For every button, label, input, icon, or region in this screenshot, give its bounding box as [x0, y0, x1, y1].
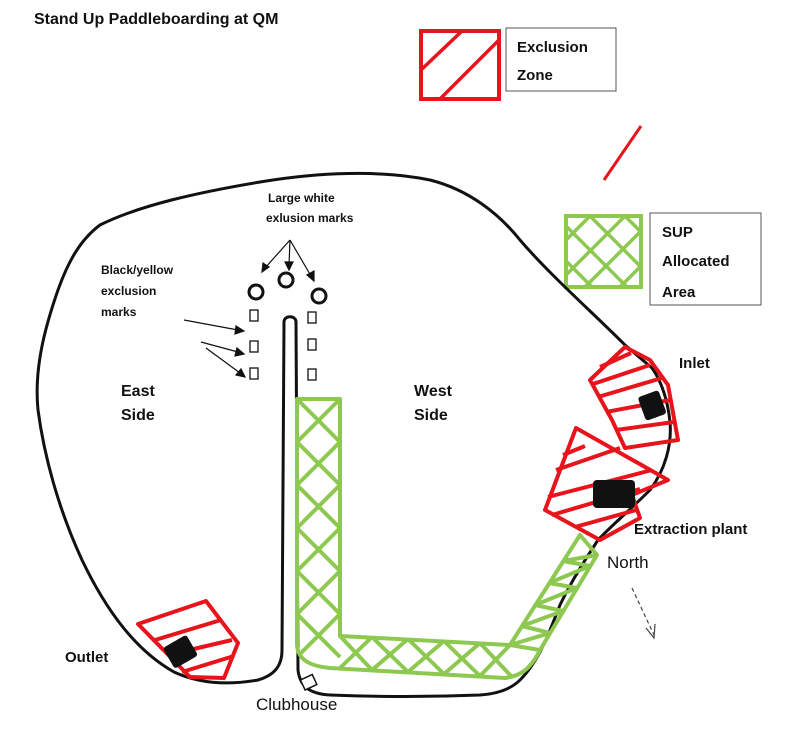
- east-side-label-2: Side: [121, 407, 155, 424]
- legend-exclusion-box: [505, 27, 617, 92]
- clubhouse-marker: [299, 673, 318, 691]
- bw-marks-arrows: [183, 319, 247, 378]
- legend-sup-swatch: [564, 214, 643, 289]
- legend-exclusion-swatch: [419, 29, 501, 101]
- large-exclusion-mark-1: [247, 283, 265, 301]
- west-side-label: West: [414, 383, 453, 400]
- legend-exclusion-label-2: Zone: [517, 67, 553, 84]
- sup-allocated-area: [295, 397, 599, 680]
- legend-sup-box: [649, 212, 762, 306]
- east-side-label: East: [121, 383, 155, 400]
- bw-marks-label-2: exclusion: [101, 284, 156, 298]
- extraction-plant-structure: [593, 480, 635, 508]
- bw-marks-label-3: marks: [101, 305, 137, 319]
- legend-sup-label-2: Allocated: [662, 253, 730, 270]
- large-exclusion-mark-2: [277, 271, 295, 289]
- outlet-structure: [163, 635, 198, 668]
- large-marks-arrows: [261, 239, 315, 283]
- north-label: North: [607, 553, 649, 572]
- large-marks-label: Large white: [268, 191, 335, 205]
- north-arrow: [631, 587, 656, 640]
- map-title: Stand Up Paddleboarding at QM: [34, 11, 278, 28]
- legend-exclusion-label: Exclusion: [517, 39, 588, 56]
- inlet-structure: [638, 390, 666, 421]
- outlet-label: Outlet: [65, 649, 108, 666]
- bw-marks-label: Black/yellow: [101, 263, 174, 277]
- west-side-label-2: Side: [414, 407, 448, 424]
- large-marks-label-2: exlusion marks: [266, 211, 354, 225]
- clubhouse-label: Clubhouse: [256, 695, 337, 714]
- inlet-label: Inlet: [679, 355, 710, 372]
- red-stroke-mark: [602, 125, 643, 181]
- legend-sup-label-3: Area: [662, 284, 696, 301]
- extraction-plant-label: Extraction plant: [634, 521, 747, 538]
- bw-exclusion-marks: [249, 309, 317, 381]
- large-exclusion-mark-3: [310, 287, 328, 305]
- legend-sup-label: SUP: [662, 224, 693, 241]
